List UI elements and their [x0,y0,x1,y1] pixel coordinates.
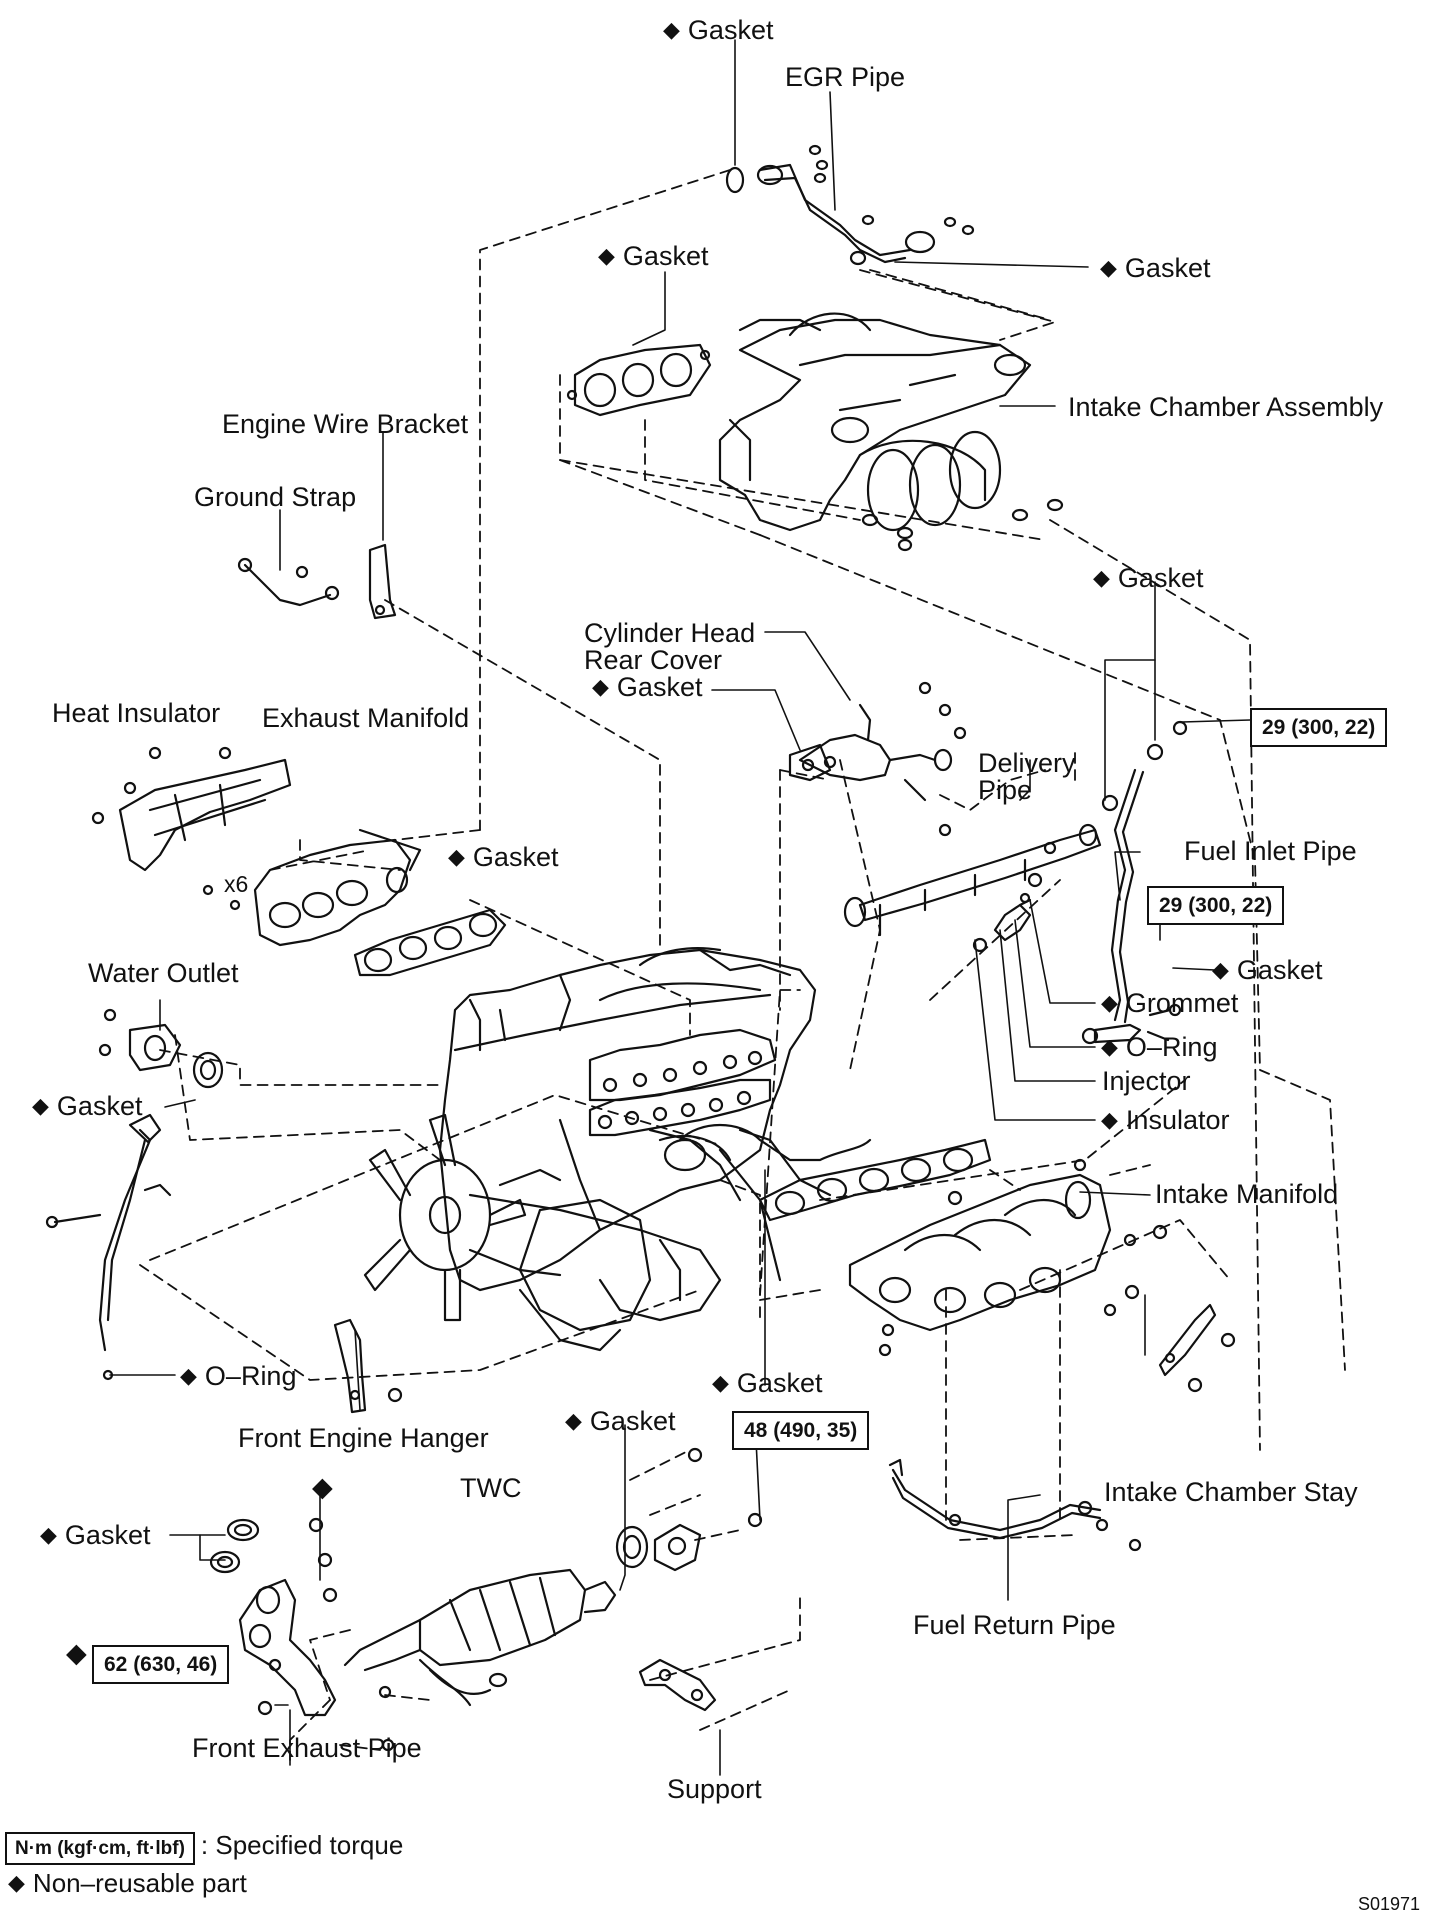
intake-chamber-stay [1158,1303,1236,1393]
figure-code: S01971 [1358,1894,1421,1914]
label-gasket-front-exhaust: ◆Gasket [40,1520,151,1550]
label-heat-insulator: Heat Insulator [52,698,221,728]
cooling-fan [363,1113,527,1322]
label-intake-chamber-stay: Intake Chamber Stay [1104,1477,1358,1507]
egr-pipe [725,144,975,266]
label-grommet: ◆Grommet [1101,988,1239,1018]
twc-catalytic-converter [343,1568,617,1707]
cylinder-head-rear-cover [798,681,967,802]
injector [972,872,1043,953]
label-x6: x6 [224,871,249,897]
label-gasket-twc: ◆Gasket [565,1406,676,1436]
torque-fuel-inlet-top: 29 (300, 22) [1250,708,1388,747]
fuel-inlet-pipe [1081,720,1188,1045]
legend-nonreusable: ◆Non–reusable part [8,1868,247,1898]
intake-manifold [848,1158,1168,1357]
label-nonreusable-marker: ◆ [312,1472,333,1502]
front-exhaust-gaskets [209,1518,260,1574]
label-insulator: ◆Insulator [1101,1105,1230,1135]
ground-strap [237,557,340,607]
label-egr-pipe: EGR Pipe [785,62,906,92]
label-front-exhaust-marker: ◆ [66,1638,87,1668]
intake-chamber-gasket [566,343,712,417]
torque-fuel-inlet-bottom: 29 (300, 22) [1147,886,1285,925]
front-engine-hanger [333,1318,403,1414]
water-outlet [98,1008,182,1072]
delivery-pipe [843,823,1102,937]
label-injector: Injector [1102,1066,1191,1096]
torque-twc-flange: 48 (490, 35) [732,1411,870,1450]
label-exhaust-manifold: Exhaust Manifold [262,703,470,733]
torque-front-exhaust: 62 (630, 46) [92,1645,230,1684]
label-fuel-inlet-pipe: Fuel Inlet Pipe [1184,836,1357,866]
label-intake-manifold: Intake Manifold [1155,1179,1339,1209]
label-gasket-water-outlet: ◆Gasket [32,1091,143,1121]
label-o-ring-injector: ◆O–Ring [1101,1032,1218,1062]
dipstick [45,1113,172,1352]
engine-lower [518,1128,832,1352]
exhaust-manifold [202,828,422,947]
engine-block [438,947,872,1322]
label-gasket-intake-chamber: ◆Gasket [598,241,709,271]
label-gasket-rear-cover: ◆Gasket [592,672,703,702]
label-gasket-egr-right: ◆Gasket [1100,253,1211,283]
legend-torque: N·m (kgf·cm, ft·lbf): Specified torque [5,1832,403,1865]
label-intake-chamber-assembly: Intake Chamber Assembly [1068,392,1384,422]
dipstick-o-ring [102,1369,114,1381]
label-gasket-exhaust-manifold: ◆Gasket [448,842,559,872]
label-twc: TWC [460,1473,522,1503]
label-gasket-fuel-top: ◆Gasket [1093,563,1204,593]
label-water-outlet: Water Outlet [88,958,239,988]
twc-flange [653,1447,763,1572]
label-gasket-intake-manifold: ◆Gasket [712,1368,823,1398]
fuel-return-pipe [888,1458,1142,1552]
heat-insulator [91,746,292,872]
label-front-exhaust-pipe: Front Exhaust Pipe [192,1733,422,1763]
label-fuel-return-pipe: Fuel Return Pipe [913,1610,1116,1640]
support-bracket [638,1658,717,1712]
label-front-engine-hanger: Front Engine Hanger [238,1423,489,1453]
label-engine-wire-bracket: Engine Wire Bracket [222,409,469,439]
water-outlet-gasket [192,1051,224,1089]
engine-wire-bracket [368,543,397,620]
twc-gasket [615,1525,649,1569]
exhaust-manifold-gasket [353,908,507,977]
label-gasket-top: ◆Gasket [663,15,774,45]
label-support: Support [667,1774,762,1804]
front-exhaust-pipe [238,1517,395,1752]
rear-cover-gasket [788,743,832,782]
intake-manifold-gasket [758,1138,992,1222]
label-o-ring-dipstick: ◆O–Ring [180,1361,297,1391]
legend-torque-unit-box: N·m (kgf·cm, ft·lbf) [5,1832,195,1865]
label-ground-strap: Ground Strap [194,482,357,512]
intake-chamber-assembly [718,312,1064,552]
label-gasket-fuel-inlet: ◆Gasket [1212,955,1323,985]
